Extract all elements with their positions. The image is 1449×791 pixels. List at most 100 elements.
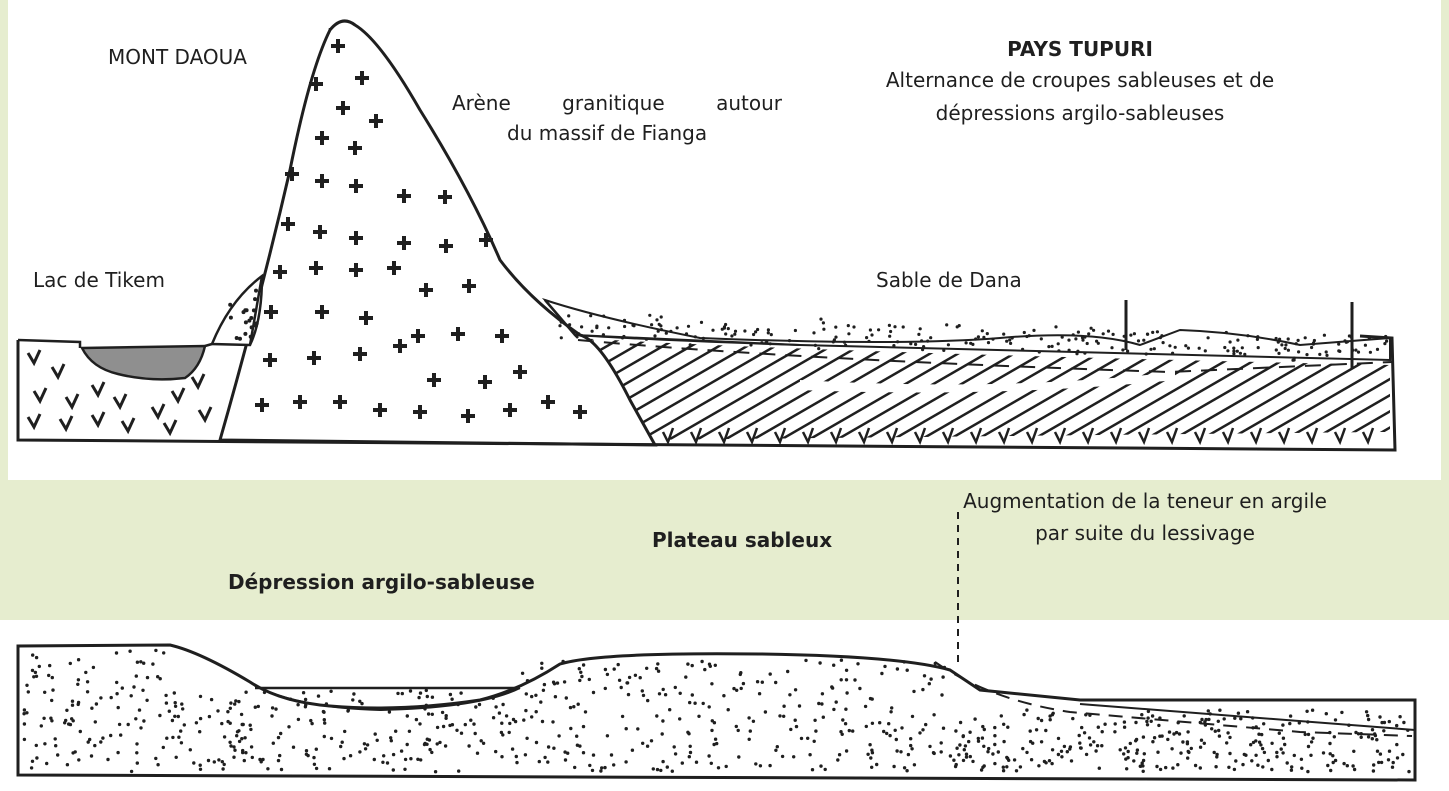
- sand-dot: [1072, 333, 1075, 336]
- sand-dot: [233, 702, 236, 705]
- sand-dot: [1032, 329, 1035, 332]
- sand-dot: [1395, 724, 1398, 727]
- sand-dot: [1078, 734, 1081, 737]
- sand-dot: [232, 756, 235, 759]
- sand-dot: [195, 721, 198, 724]
- sand-dot: [822, 321, 825, 324]
- sand-dot: [292, 746, 295, 749]
- sand-dot: [1040, 337, 1043, 340]
- sand-dot: [650, 323, 653, 326]
- sand-dot: [1376, 750, 1379, 753]
- sand-dot: [943, 666, 946, 669]
- sand-dot: [430, 751, 433, 754]
- sand-dot: [767, 331, 770, 334]
- sand-dot: [602, 333, 605, 336]
- sand-dot: [821, 692, 824, 695]
- sand-dot: [277, 759, 280, 762]
- sand-dot: [919, 327, 922, 330]
- sand-dot: [921, 728, 924, 731]
- sand-dot: [444, 717, 447, 720]
- sand-dot: [940, 750, 943, 753]
- sand-dot: [164, 694, 167, 697]
- sand-dot: [603, 766, 606, 769]
- sand-dot: [1060, 755, 1063, 758]
- sand-dot: [121, 686, 124, 689]
- sand-dot: [1226, 349, 1229, 352]
- sand-dot: [991, 338, 994, 341]
- sand-dot: [374, 732, 377, 735]
- sand-dot: [920, 339, 923, 342]
- sand-dot: [589, 314, 592, 317]
- sand-dot: [229, 744, 232, 747]
- sand-dot: [501, 733, 504, 736]
- sand-dot: [735, 725, 738, 728]
- sand-dot: [1002, 769, 1005, 772]
- sand-dot: [740, 687, 743, 690]
- sand-dot: [710, 682, 713, 685]
- sand-dot: [1005, 765, 1008, 768]
- sand-dot: [727, 708, 730, 711]
- sand-dot: [1307, 733, 1310, 736]
- sand-dot: [759, 764, 762, 767]
- sand-dot: [888, 324, 891, 327]
- sand-dot: [907, 753, 910, 756]
- sand-dot: [423, 743, 426, 746]
- sand-dot: [90, 707, 93, 710]
- sand-dot: [754, 762, 757, 765]
- sand-dot: [687, 732, 690, 735]
- sand-dot: [1119, 748, 1122, 751]
- sand-dot: [1352, 750, 1355, 753]
- sand-dot: [459, 691, 462, 694]
- sand-dot: [351, 698, 354, 701]
- sand-dot: [94, 720, 97, 723]
- sand-dot: [25, 684, 28, 687]
- sand-dot: [940, 741, 943, 744]
- sand-dot: [1149, 348, 1152, 351]
- sand-dot: [993, 734, 996, 737]
- sand-dot: [794, 688, 797, 691]
- sand-dot: [1002, 740, 1005, 743]
- sand-dot: [297, 718, 300, 721]
- sand-dot: [1280, 343, 1283, 346]
- sand-dot: [244, 691, 247, 694]
- sand-dot: [312, 756, 315, 759]
- sand-dot: [697, 715, 700, 718]
- sand-dot: [1203, 742, 1206, 745]
- sand-dot: [35, 744, 38, 747]
- sand-dot: [1126, 756, 1129, 759]
- sand-dot: [1360, 736, 1363, 739]
- sand-dot: [1000, 714, 1003, 717]
- sand-dot: [932, 713, 935, 716]
- sand-dot: [681, 761, 684, 764]
- sand-dot: [1353, 768, 1356, 771]
- label-arene-line2: du massif de Fianga: [507, 121, 707, 146]
- sand-dot: [858, 687, 861, 690]
- sand-dot: [240, 737, 243, 740]
- sand-dot: [700, 321, 703, 324]
- sand-dot: [1135, 752, 1138, 755]
- sand-dot: [1145, 352, 1148, 355]
- sand-dot: [822, 328, 825, 331]
- sand-dot: [1199, 721, 1202, 724]
- sand-dot: [77, 678, 80, 681]
- sand-dot: [1140, 713, 1143, 716]
- sand-dot: [1351, 764, 1354, 767]
- sand-dot: [436, 726, 439, 729]
- sand-dot: [1103, 723, 1106, 726]
- sand-dot: [622, 335, 625, 338]
- sand-dot: [1168, 344, 1171, 347]
- sand-dot: [23, 722, 26, 725]
- sand-dot: [1044, 761, 1047, 764]
- sand-dot: [1261, 765, 1264, 768]
- sand-dot: [1304, 733, 1307, 736]
- sand-dot: [287, 725, 290, 728]
- sand-dot: [1323, 334, 1326, 337]
- sand-dot: [1391, 766, 1394, 769]
- sand-dot: [1367, 735, 1370, 738]
- sand-dot: [118, 723, 121, 726]
- sand-dot: [199, 768, 202, 771]
- sand-dot: [237, 700, 240, 703]
- sand-dot: [455, 729, 458, 732]
- sand-dot: [579, 671, 582, 674]
- sand-dot: [917, 333, 920, 336]
